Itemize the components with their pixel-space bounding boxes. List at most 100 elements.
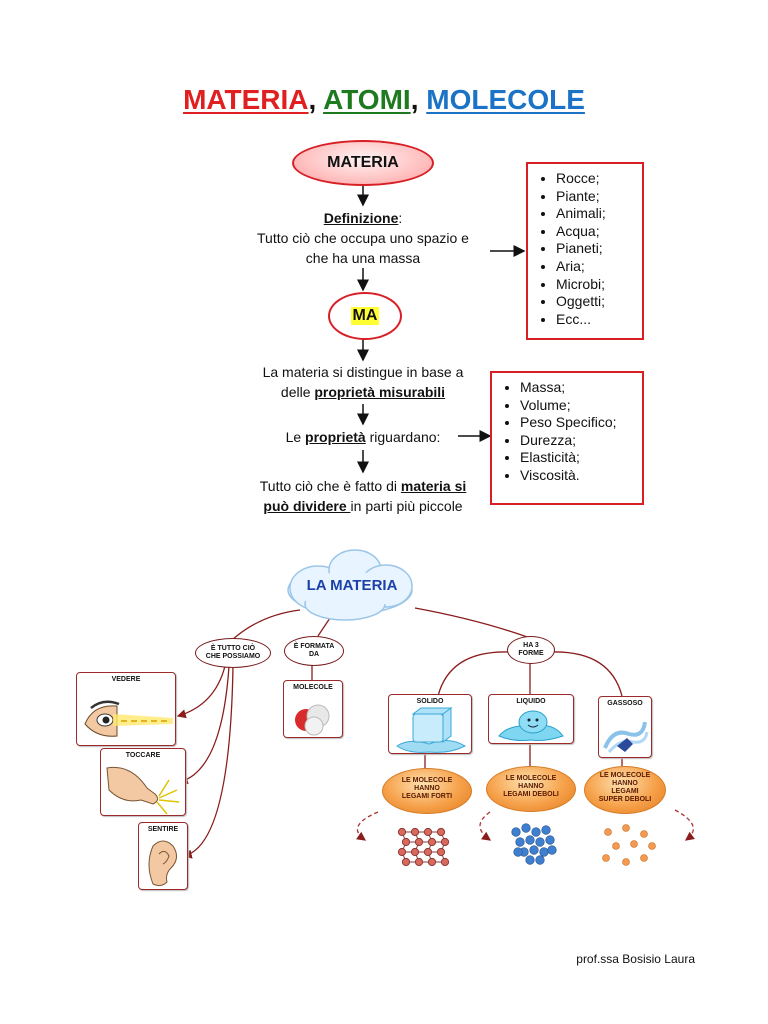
divisibility-bold-2: può dividere <box>263 498 351 514</box>
properties-box: Massa;Volume;Peso Specifico;Durezza;Elas… <box>490 371 644 505</box>
solido-card: SOLIDO <box>388 694 472 754</box>
sentire-card: SENTIRE <box>138 822 188 890</box>
title-materia: MATERIA <box>183 84 309 115</box>
examples-item: Ecc... <box>556 311 642 329</box>
formata-oval: È FORMATA DA <box>284 636 344 666</box>
dash-deboli <box>479 811 492 841</box>
vedere-label: VEDERE <box>111 676 141 683</box>
properties-item: Peso Specifico; <box>520 414 642 432</box>
divisibility-block: Tutto ciò che è fatto di materia si può … <box>222 476 504 516</box>
examples-item: Acqua; <box>556 223 642 241</box>
vedere-card: VEDERE <box>76 672 176 746</box>
hand-icon <box>106 766 180 815</box>
examples-item: Animali; <box>556 205 642 223</box>
tutto-line-1: È TUTTO CIÒ <box>210 645 256 652</box>
line-tutto-sentire <box>182 665 234 859</box>
title-molecole: MOLECOLE <box>426 84 585 115</box>
forti-line-1: LE MOLECOLE <box>401 777 453 784</box>
properties-item: Massa; <box>520 379 642 397</box>
molecule-icon <box>295 704 330 736</box>
forti-line-3: LEGAMI FORTI <box>401 793 453 800</box>
deboli-line-2: HANNO <box>518 783 544 790</box>
examples-item: Oggetti; <box>556 293 642 311</box>
line-tutto-vedere <box>176 665 226 719</box>
forti-oval: LE MOLECOLE HANNO LEGAMI FORTI <box>382 768 472 814</box>
definition-colon: : <box>398 210 403 226</box>
examples-item: Microbi; <box>556 276 642 294</box>
super-line-1: LE MOLECOLE <box>599 772 651 779</box>
divisibility-bold-1: materia si <box>400 478 467 494</box>
divisibility-pre: Tutto ciò che è fatto di <box>259 478 401 494</box>
line-forme-solido <box>437 651 511 697</box>
properties-bold: proprietà <box>305 429 366 445</box>
distinction-bold: proprietà misurabili <box>314 384 446 400</box>
toccare-card: TOCCARE <box>100 748 186 816</box>
title-atomi: ATOMI <box>323 84 411 115</box>
water-drop-icon <box>498 710 564 741</box>
page-title: MATERIA, ATOMI, MOLECOLE <box>0 84 768 116</box>
super-line-3: LEGAMI <box>611 788 639 795</box>
title-comma-2: , <box>410 84 419 115</box>
toccare-label: TOCCARE <box>125 752 161 759</box>
eye-icon <box>84 700 173 737</box>
forme-line-2: FORME <box>518 650 544 657</box>
properties-item: Durezza; <box>520 432 642 450</box>
cloud-label: LA MATERIA <box>306 577 398 594</box>
formata-line-2: DA <box>308 651 320 658</box>
tutto-line-2: CHE POSSIAMO <box>205 653 261 660</box>
materia-oval: MATERIA <box>292 140 434 186</box>
liquido-card: LIQUIDO <box>488 694 574 744</box>
forme-line-1: HA 3 <box>523 642 539 649</box>
formata-line-1: È FORMATA <box>293 643 335 650</box>
footer-author: prof.ssa Bosisio Laura <box>576 952 695 966</box>
dash-super <box>674 809 695 841</box>
definition-label: Definizione <box>323 210 399 226</box>
ice-cube-icon <box>396 707 467 753</box>
properties-item: Volume; <box>520 397 642 415</box>
distinction-block: La materia si distingue in base a delle … <box>232 362 494 402</box>
definition-line-1: Tutto ciò che occupa uno spazio e <box>257 230 469 246</box>
gassoso-card: GASSOSO <box>598 696 652 758</box>
line-cloud-forme <box>414 607 531 639</box>
forti-line-2: HANNO <box>414 785 440 792</box>
molecole-label: MOLECOLE <box>293 684 333 691</box>
properties-line: Le proprietà riguardano: <box>242 427 484 447</box>
flow-arrows <box>357 184 526 474</box>
solid-lattice-icon <box>397 827 450 867</box>
materia-label: MATERIA <box>327 154 399 171</box>
examples-list: Rocce;Piante;Animali;Acqua;Pianeti;Aria;… <box>528 170 642 328</box>
deboli-line-3: LEGAMI DEBOLI <box>503 791 559 798</box>
forme-oval: HA 3 FORME <box>507 636 555 664</box>
super-oval: LE MOLECOLE HANNO LEGAMI SUPER DEBOLI <box>584 766 666 814</box>
deboli-line-1: LE MOLECOLE <box>505 775 557 782</box>
title-comma-1: , <box>308 84 317 115</box>
gas-particles-icon <box>602 824 656 866</box>
ear-icon <box>148 840 177 887</box>
distinction-pre: delle <box>280 384 315 400</box>
line-cloud-formata <box>317 617 331 637</box>
properties-post: riguardano: <box>365 429 441 445</box>
definition-line-2: che ha una massa <box>305 250 421 266</box>
ma-label: MA <box>350 307 380 325</box>
properties-pre: Le <box>285 429 306 445</box>
ma-oval: MA <box>328 292 402 340</box>
line-forme-gassoso <box>549 651 623 697</box>
solido-label: SOLIDO <box>416 698 444 705</box>
properties-item: Elasticità; <box>520 449 642 467</box>
examples-item: Rocce; <box>556 170 642 188</box>
line-cloud-tutto <box>231 609 301 641</box>
examples-box: Rocce;Piante;Animali;Acqua;Pianeti;Aria;… <box>526 162 644 340</box>
examples-item: Piante; <box>556 188 642 206</box>
deboli-oval: LE MOLECOLE HANNO LEGAMI DEBOLI <box>486 766 576 812</box>
divisibility-post: in parti più piccole <box>350 498 463 514</box>
properties-item: Viscosità. <box>520 467 642 485</box>
sentire-label: SENTIRE <box>147 826 179 833</box>
molecole-card: MOLECOLE <box>283 680 343 738</box>
super-line-4: SUPER DEBOLI <box>598 796 652 803</box>
super-line-2: HANNO <box>612 780 638 787</box>
distinction-line-1: La materia si distingue in base a <box>262 364 464 380</box>
examples-item: Aria; <box>556 258 642 276</box>
gassoso-label: GASSOSO <box>607 700 643 707</box>
liquido-label: LIQUIDO <box>516 698 546 705</box>
examples-item: Pianeti; <box>556 240 642 258</box>
